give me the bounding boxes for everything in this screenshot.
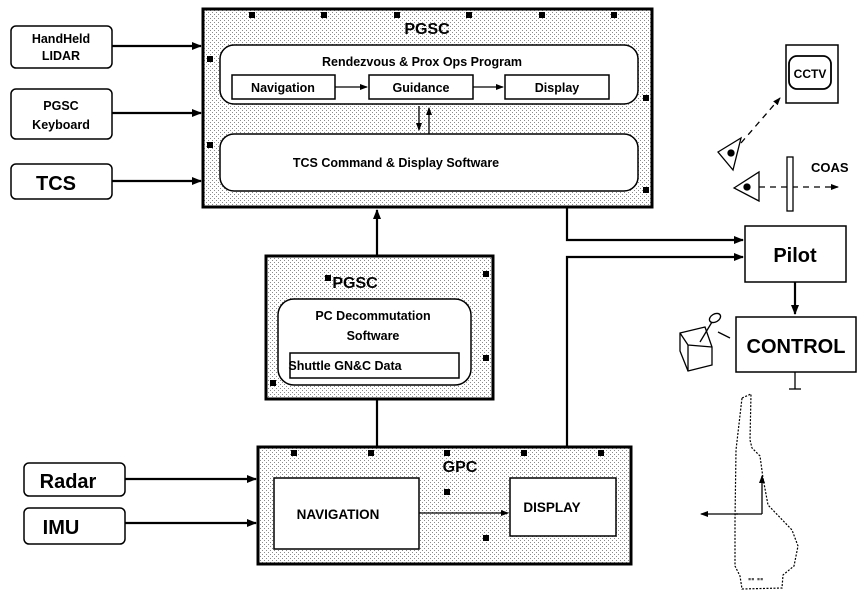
gpc-navigation-label: NAVIGATION [297, 507, 380, 522]
lidar-line1: HandHeld [32, 32, 90, 46]
gnc-data-box [289, 352, 460, 379]
pilot-box: Pilot [744, 225, 847, 283]
coas-label: COAS [811, 160, 849, 175]
gpc-display-label: DISPLAY [523, 500, 580, 515]
tcs-software-box [219, 133, 639, 192]
tcs-label: TCS [36, 173, 76, 195]
gpc-display-box [509, 477, 617, 537]
pilot-label: Pilot [773, 245, 817, 267]
svg-text:▪▪ ▪▪: ▪▪ ▪▪ [748, 574, 763, 584]
pgsc-display-box [504, 74, 610, 100]
arrow-gpc-to-pilot [565, 253, 744, 447]
keyboard-line1: PGSC [43, 99, 78, 113]
orbiter-side-view: ▪▪ ▪▪ [734, 393, 799, 590]
gpc-box: GPC NAVIGATION DISPLAY [256, 445, 633, 566]
gpc-navigation-box [273, 477, 420, 550]
cctv-monitor: CCTV [785, 44, 839, 104]
hand-controller-icon [679, 312, 731, 372]
pgsc-guidance-label: Guidance [393, 81, 450, 95]
pgsc-navigation-box [231, 74, 336, 100]
cctv-label: CCTV [794, 67, 827, 81]
gnc-data-label: Shuttle GN&C Data [288, 359, 402, 373]
pgsc-guidance-box [368, 74, 474, 100]
decom-line2: Software [347, 329, 400, 343]
coas-sight [786, 156, 794, 212]
imu-label: IMU [43, 517, 80, 539]
decom-line1: PC Decommutation [315, 309, 430, 323]
rpo-program-label: Rendezvous & Prox Ops Program [322, 55, 522, 69]
arrow-pgsc-to-pilot [565, 207, 744, 244]
radar-input: Radar [23, 462, 126, 497]
radar-label: Radar [40, 471, 97, 493]
handheld-lidar-input: HandHeld LIDAR [10, 25, 113, 69]
eye-icon [717, 136, 743, 172]
tcs-input: TCS [10, 163, 113, 200]
eye-icon [732, 170, 760, 203]
imu-input: IMU [23, 507, 126, 545]
control-box: CONTROL [735, 316, 857, 373]
gpc-title: GPC [443, 459, 478, 476]
keyboard-line2: Keyboard [32, 118, 90, 132]
pgsc-mid-box: PGSC PC Decommutation Software Shuttle G… [264, 254, 495, 401]
lidar-line2: LIDAR [42, 49, 80, 63]
control-label: CONTROL [747, 336, 846, 358]
pgsc-main-title: PGSC [404, 21, 450, 38]
pgsc-main-box: PGSC Rendezvous & Prox Ops Program Navig… [201, 7, 654, 209]
tcs-software-label: TCS Command & Display Software [293, 156, 499, 170]
sightline-to-cctv [740, 97, 781, 144]
pgsc-keyboard-input: PGSC Keyboard [10, 88, 113, 140]
pgsc-mid-title: PGSC [332, 275, 378, 292]
pgsc-navigation-label: Navigation [251, 81, 315, 95]
pgsc-display-label: Display [535, 81, 580, 95]
